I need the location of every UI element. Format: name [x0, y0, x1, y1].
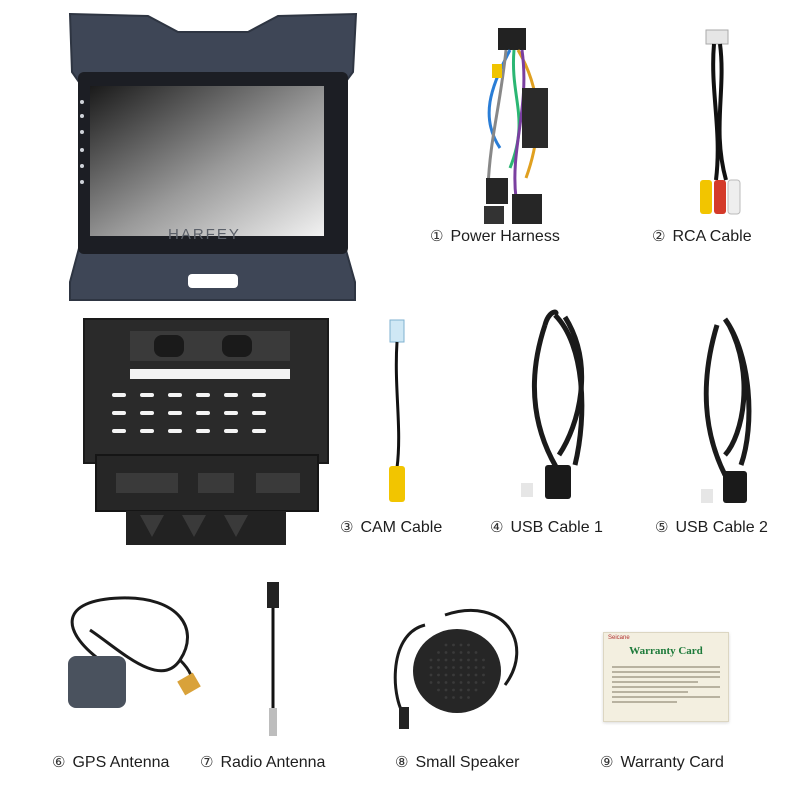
head-unit-panel: HARFEY	[68, 12, 358, 302]
small-speaker	[385, 595, 535, 735]
radio-antenna	[258, 580, 288, 740]
warranty-card: Seicane Warranty Card	[603, 632, 729, 722]
power-harness	[470, 28, 560, 228]
gps-antenna	[40, 590, 210, 720]
warranty-card-brand: Seicane	[608, 635, 630, 641]
mounting-bracket	[82, 315, 332, 550]
warranty-card-title: Warranty Card	[629, 645, 703, 657]
rca-cable	[692, 29, 752, 225]
brand-logo: HARFEY	[168, 226, 241, 243]
usb-cable-2	[695, 315, 765, 510]
usb-cable-1	[515, 305, 605, 510]
warranty-card-text-lines	[612, 663, 720, 706]
cam-cable	[380, 318, 416, 508]
